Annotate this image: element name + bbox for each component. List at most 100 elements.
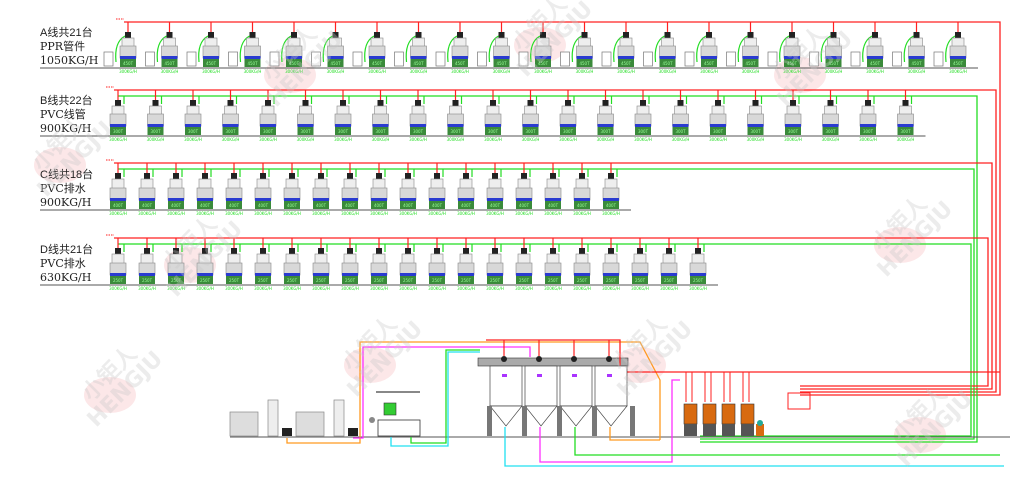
machine-band <box>110 273 126 276</box>
machine-band <box>661 273 677 276</box>
machine-band <box>822 124 839 127</box>
machine-band <box>560 124 576 127</box>
machine-tonnage: 300T <box>825 129 836 134</box>
machine-tonnage: 300T <box>788 129 799 134</box>
line-product: PVC线管 <box>40 108 86 121</box>
hopper-loader-icon <box>405 248 411 254</box>
hopper-loader-icon <box>291 32 297 38</box>
dryer-box-icon <box>892 51 902 67</box>
machine-rate: 300KG/H <box>312 211 330 216</box>
machine-band <box>410 56 427 59</box>
dehumidifier-icon <box>722 424 735 436</box>
machine-band <box>545 198 561 201</box>
machine-base <box>139 276 155 284</box>
hopper-loader-icon <box>249 32 256 38</box>
machine-base <box>255 201 271 209</box>
machine-rate: 300KG/H <box>597 137 615 142</box>
hopper-loader-icon <box>565 100 571 106</box>
dryer-box-icon <box>311 51 321 67</box>
machine-rate: 300KG/H <box>534 69 552 74</box>
hopper-loader-icon <box>695 248 701 254</box>
silo-cyan-pipe <box>504 427 1004 467</box>
machine-tonnage: 300T <box>338 129 349 134</box>
operator-icon <box>369 417 375 423</box>
dryer-box-icon <box>145 51 155 67</box>
machine-rate: 300KG/H <box>783 69 801 74</box>
machine-tonnage: 300T <box>150 129 161 134</box>
feed-hose <box>281 35 292 63</box>
machine-rate: 300KG/H <box>457 211 475 216</box>
machine-base <box>545 276 561 284</box>
feed-hose <box>654 35 665 63</box>
machine-band <box>672 124 689 127</box>
machine-tonnage: 450T <box>579 61 590 66</box>
hopper-loader-icon <box>457 32 463 38</box>
machine-base <box>516 201 532 209</box>
machine-tonnage: 300T <box>638 129 649 134</box>
hopper-loader-icon <box>640 100 646 106</box>
feed-hose <box>364 35 375 63</box>
machine-tonnage: 300T <box>300 129 311 134</box>
feed-main-pipe-C <box>118 168 975 440</box>
hopper-loader-icon <box>550 248 556 254</box>
machine-band <box>297 124 314 127</box>
machine-base <box>867 59 883 67</box>
machine-band <box>597 124 614 127</box>
dryer-box-icon <box>352 51 363 67</box>
machine-band <box>574 273 590 276</box>
watermark-logo-icon <box>84 377 136 413</box>
machine-band <box>618 56 634 59</box>
silo-leg <box>630 406 635 436</box>
machine-base <box>661 276 677 284</box>
feed-hose <box>530 35 541 63</box>
machine-base <box>860 127 876 135</box>
machine-rate: 300KG/H <box>138 211 156 216</box>
hopper-loader-icon <box>415 32 422 38</box>
machine-rate: 300KG/H <box>515 286 533 291</box>
machine-tonnage: 300T <box>750 129 761 134</box>
machine-tonnage: 400T <box>374 203 385 208</box>
hopper-loader-icon <box>666 248 672 254</box>
line-product: PVC排水 <box>40 182 86 195</box>
machine-tonnage: 450T <box>289 61 300 66</box>
machine-band <box>659 56 676 59</box>
machine-base <box>342 276 358 284</box>
watermark-logo-icon <box>894 417 946 453</box>
machine-rate: 300KG/H <box>327 69 345 74</box>
crusher-machine-icon <box>229 411 259 437</box>
machine-tonnage: 300T <box>863 129 874 134</box>
hopper-loader-icon <box>173 248 179 254</box>
machine-base <box>485 127 501 135</box>
machine-band <box>690 273 706 276</box>
feed-main-pipe-D <box>118 243 972 437</box>
dryer-box-icon <box>643 51 653 67</box>
feed-hose <box>322 35 333 63</box>
dryer-box-icon <box>601 51 612 67</box>
machine-band <box>447 124 464 127</box>
machine-base <box>618 59 634 67</box>
machine-rate: 300KG/H <box>196 286 214 291</box>
molding-machine-unit: 400T 300KG/H <box>138 163 156 216</box>
machine-rate: 300KG/H <box>297 137 315 142</box>
machine-base <box>635 127 651 135</box>
hopper-loader-icon <box>376 248 382 254</box>
machine-band <box>371 273 387 276</box>
hopper-loader-icon <box>623 32 629 38</box>
machine-tonnage: 300T <box>188 129 199 134</box>
hopper-loader-icon <box>752 100 759 106</box>
machine-rate: 300KG/H <box>184 137 202 142</box>
machine-tonnage: 400T <box>142 203 153 208</box>
